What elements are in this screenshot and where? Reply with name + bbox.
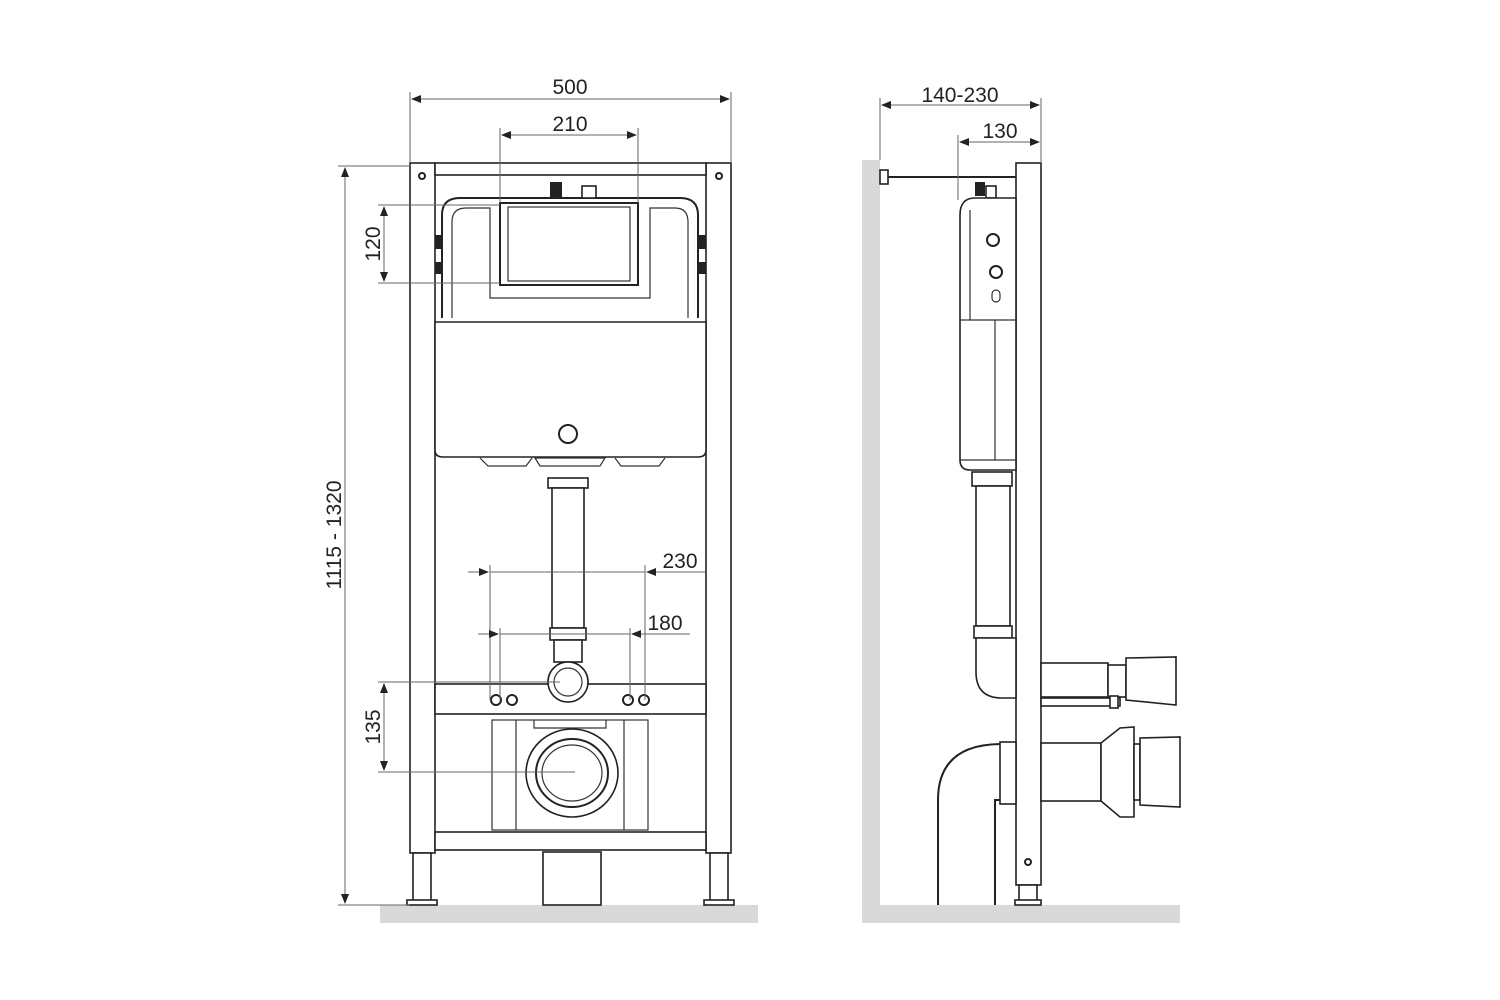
pipe-lower (553, 639, 583, 663)
side-rail (1015, 162, 1042, 886)
waste-bend-inner (994, 799, 1003, 905)
waste-flange (1100, 726, 1135, 818)
dim-height-range: 1115 - 1320 (323, 481, 346, 590)
waste-seal (999, 741, 1017, 805)
cistern-vents (479, 457, 666, 467)
waste-outlet (525, 728, 619, 818)
valve-black (550, 182, 562, 198)
waste-pipe-stub (542, 851, 602, 906)
pipe-elbow (975, 637, 1017, 699)
flush-outlet (533, 457, 607, 467)
left-foot (412, 852, 432, 904)
bolt-rod (1040, 697, 1121, 707)
bottom-bar (434, 831, 707, 851)
flush-connector (1040, 662, 1109, 698)
dim-bolt-spacing-outer: 230 (662, 550, 697, 573)
bolt-hole (638, 694, 650, 706)
wall (862, 160, 880, 922)
top-bar (434, 162, 707, 176)
side-dimension-lines (879, 98, 1042, 200)
left-foot-plate (406, 899, 438, 906)
right-foot-plate (703, 899, 735, 906)
cistern-logo (558, 424, 578, 444)
valve-black (975, 182, 985, 196)
waste-connector (1040, 742, 1102, 802)
bracket (699, 262, 706, 274)
left-rail (409, 162, 436, 854)
waste-frame-inner (515, 720, 625, 830)
dim-button-width: 210 (552, 113, 587, 136)
bolt-hole (490, 694, 502, 706)
cistern-body (434, 321, 707, 458)
waste-cap (1139, 736, 1181, 808)
mount-hole (418, 172, 426, 180)
cistern-upper (441, 197, 699, 318)
wall-anchor (879, 169, 889, 185)
bolt-hole (622, 694, 634, 706)
waste-frame (491, 719, 649, 831)
dim-frame-depth: 130 (982, 120, 1017, 143)
dim-button-height: 120 (362, 226, 385, 261)
dim-depth-range: 140-230 (921, 84, 998, 107)
waste-outlet-inner (535, 738, 609, 808)
floor (380, 905, 758, 923)
dimension-lines (338, 92, 732, 906)
bracket (435, 262, 442, 274)
side-flush-pipe (975, 485, 1011, 627)
dim-bolt-spacing-inner: 180 (647, 612, 682, 635)
connector-cap (1125, 656, 1177, 706)
button-frame (507, 206, 631, 282)
right-foot (709, 852, 729, 904)
dim-outlet-height: 135 (362, 709, 385, 744)
side-view: 140-230 130 (862, 84, 1181, 923)
button-opening (499, 202, 639, 286)
right-rail (705, 162, 732, 854)
cistern-inner (451, 207, 689, 318)
bolt-hole (506, 694, 518, 706)
floor (862, 905, 1180, 923)
bracket (699, 235, 706, 249)
waste-bend-outer (937, 743, 1001, 905)
front-view: 500 210 120 1115 - 1320 230 180 135 (323, 76, 758, 923)
bracket (435, 235, 442, 249)
mount-hole (715, 172, 723, 180)
valve-fitting (581, 185, 597, 199)
dim-width-total: 500 (552, 76, 587, 99)
flush-pipe (551, 487, 585, 629)
pipe-collar (547, 477, 589, 489)
